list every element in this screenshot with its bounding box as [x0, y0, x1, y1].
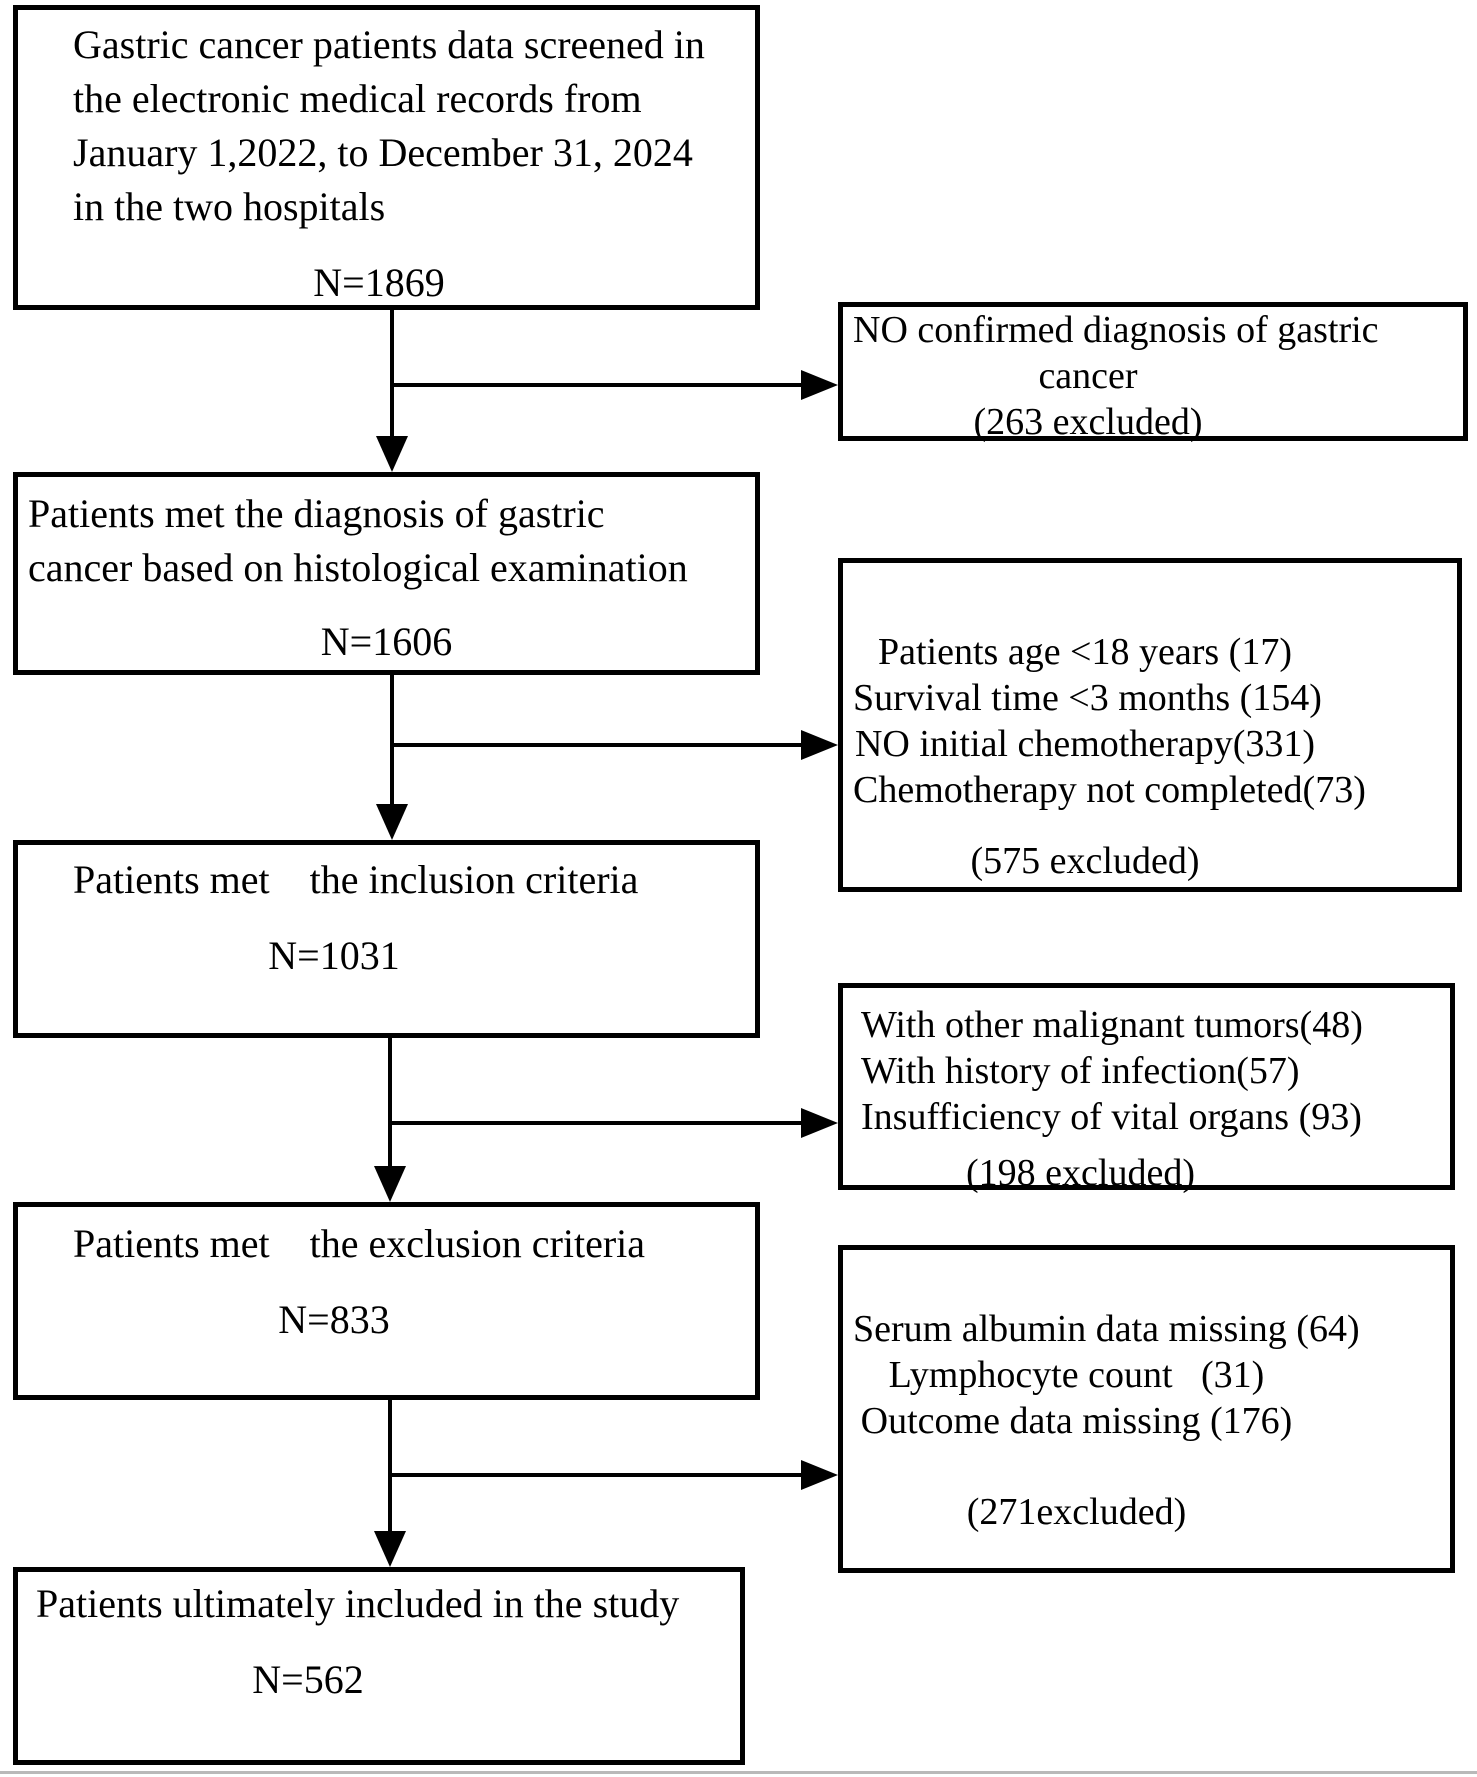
box-text-line: Patients met the inclusion criteria	[73, 857, 639, 902]
arrow-diagnosis-to-inclusion	[376, 675, 408, 840]
box-text-line: in the two hospitals	[73, 184, 386, 229]
box-text-line: Patients met the diagnosis of gastric	[28, 491, 605, 536]
arrow-inclusion-to-exclusion	[374, 1038, 406, 1202]
box-excluded-criteria: Patients age <18 years (17) Survival tim…	[838, 558, 1462, 892]
box-text-line: NO confirmed diagnosis of gastric	[853, 309, 1379, 351]
box-text-line: Chemotherapy not completed(73)	[853, 769, 1366, 811]
box-text-line: Patients ultimately included in the stud…	[36, 1581, 680, 1626]
box-text-line: With history of infection(57)	[861, 1050, 1300, 1092]
box-text-line: Survival time <3 months (154)	[853, 677, 1322, 719]
box-text-line: With other malignant tumors(48)	[861, 1004, 1363, 1046]
box-text-line: Outcome data missing (176)	[860, 1400, 1293, 1442]
box-text-line: Gastric cancer patients data screened in	[73, 22, 705, 67]
arrow-branch-excluded-2	[392, 730, 838, 760]
arrow-branch-excluded-3	[390, 1108, 838, 1138]
box-text-line: NO initial chemotherapy(331)	[854, 723, 1316, 765]
box-screened: Gastric cancer patients data screened in…	[13, 5, 760, 310]
excluded-count: (271excluded)	[966, 1491, 1187, 1533]
box-text-line: the electronic medical records from	[73, 76, 642, 121]
n-count: N=562	[252, 1657, 364, 1702]
box-excluded-no-diagnosis: NO confirmed diagnosis of gastric cancer…	[838, 302, 1468, 443]
figure-bottom-edge-line	[0, 1771, 1477, 1774]
arrow-exclusion-to-final	[374, 1400, 406, 1567]
arrow-branch-excluded-4	[390, 1460, 838, 1490]
box-exclusion-criteria: Patients met the exclusion criteria N=83…	[13, 1202, 760, 1400]
box-text-line: cancer based on histological examination	[28, 545, 688, 590]
n-count: N=1606	[320, 619, 453, 664]
box-text-line: Patients met the exclusion criteria	[73, 1221, 646, 1266]
box-excluded-comorbidity: With other malignant tumors(48) With his…	[838, 983, 1455, 1194]
box-text-line: January 1,2022, to December 31, 2024	[73, 130, 693, 175]
box-diagnosis-confirmed: Patients met the diagnosis of gastric ca…	[13, 472, 760, 675]
box-text-line: Serum albumin data missing (64)	[853, 1308, 1360, 1350]
n-count: N=833	[278, 1297, 390, 1342]
box-final-included: Patients ultimately included in the stud…	[13, 1567, 745, 1765]
excluded-count: (263 excluded)	[973, 401, 1203, 443]
box-text-line: Insufficiency of vital organs (93)	[861, 1096, 1362, 1138]
excluded-count: (198 excluded)	[966, 1152, 1195, 1194]
arrow-branch-excluded-1	[392, 370, 838, 400]
box-excluded-missing-data: Serum albumin data missing (64) Lymphocy…	[838, 1245, 1455, 1573]
arrow-screened-to-diagnosis	[376, 310, 408, 472]
n-count: N=1869	[313, 260, 445, 305]
box-text-line: Lymphocyte count (31)	[888, 1354, 1265, 1396]
box-text-line: Patients age <18 years (17)	[878, 631, 1292, 673]
n-count: N=1031	[268, 933, 400, 978]
excluded-count: (575 excluded)	[970, 840, 1200, 882]
box-inclusion-criteria: Patients met the inclusion criteria N=10…	[13, 840, 760, 1038]
box-text-line: cancer	[1038, 355, 1138, 397]
